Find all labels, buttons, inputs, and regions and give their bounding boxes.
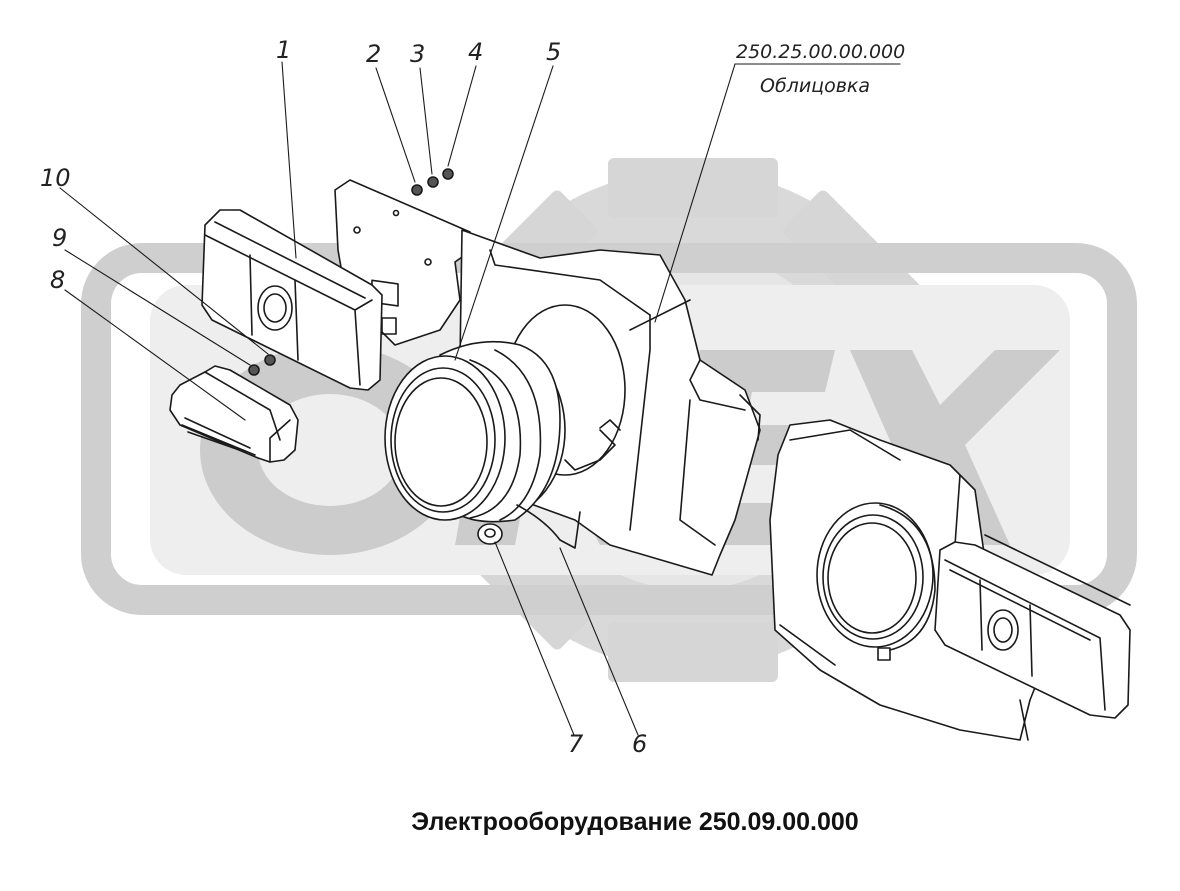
callout-7: 7 <box>568 730 584 758</box>
nuts-upper <box>411 168 454 196</box>
callout-10: 10 <box>40 164 71 192</box>
leader-lines <box>59 61 901 736</box>
callout-labels: 1 2 3 4 5 6 7 8 9 10 250.25.00.00.000 Об… <box>40 36 905 758</box>
drawing-caption: Электрооборудование 250.09.00.000 <box>411 808 859 836</box>
reference-name: Облицовка <box>760 75 870 97</box>
callout-9: 9 <box>52 224 67 252</box>
nuts-small <box>248 354 276 376</box>
callout-8: 8 <box>50 266 65 294</box>
callout-3: 3 <box>410 40 425 68</box>
callout-2: 2 <box>366 40 381 68</box>
headlamp-left <box>384 340 581 549</box>
parts-drawing <box>59 61 1131 741</box>
callout-5: 5 <box>546 38 561 66</box>
callout-6: 6 <box>632 730 647 758</box>
side-marker-light <box>169 365 299 463</box>
headlamp-right <box>816 502 936 661</box>
callout-1: 1 <box>276 36 291 64</box>
callout-4: 4 <box>468 38 483 66</box>
rear-light-right <box>934 534 1131 719</box>
rear-light-left <box>201 209 397 391</box>
reference-code: 250.25.00.00.000 <box>736 41 905 63</box>
